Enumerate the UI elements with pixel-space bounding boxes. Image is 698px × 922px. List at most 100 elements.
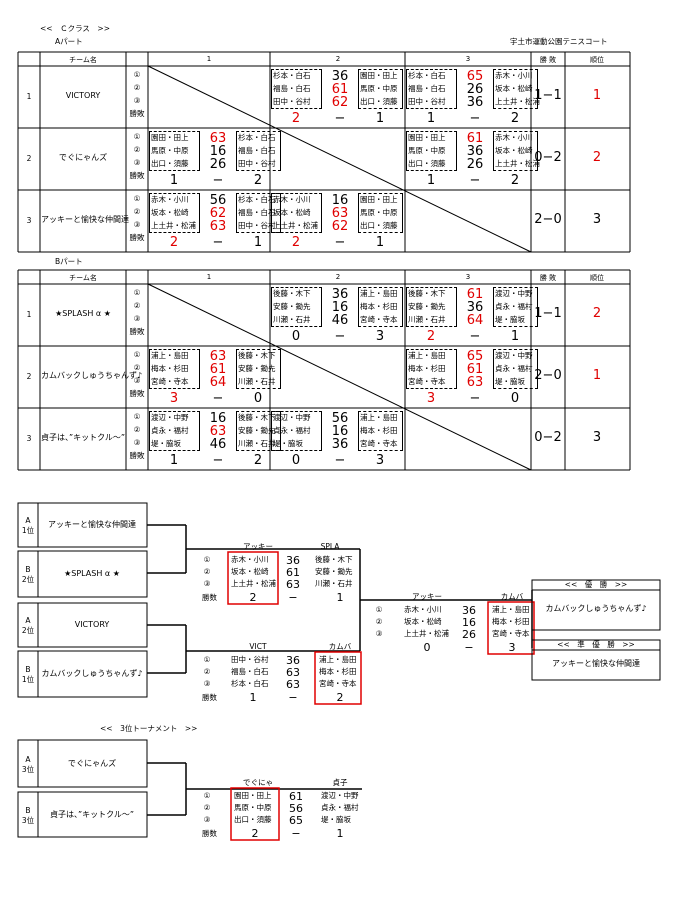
match-score: 26 bbox=[466, 82, 484, 97]
player-pair: 上土井・松浦 bbox=[495, 159, 540, 168]
match-index: ① bbox=[203, 791, 211, 800]
player-pair: 出口・須藤 bbox=[360, 221, 398, 230]
wins-dash: − bbox=[334, 453, 346, 468]
player-pair: 安藤・鋤先 bbox=[315, 567, 353, 576]
match-index: ② bbox=[133, 145, 141, 154]
match-score: 65 bbox=[289, 814, 303, 827]
player-pair: 上土井・松浦 bbox=[495, 97, 540, 106]
team-rank: 2 bbox=[592, 150, 602, 165]
wins-right: 1 bbox=[510, 329, 520, 344]
runner-up-box bbox=[531, 649, 661, 681]
wins-left: 3 bbox=[169, 391, 179, 406]
player-pair: 福島・白石 bbox=[238, 146, 276, 155]
pair-box bbox=[236, 349, 281, 389]
wins-left: 2 bbox=[291, 235, 301, 250]
pair-box bbox=[149, 131, 200, 171]
match-score: 61 bbox=[466, 287, 484, 302]
match-score: 61 bbox=[286, 566, 300, 579]
match-score: 65 bbox=[466, 349, 484, 364]
match-index: 勝敗 bbox=[129, 171, 145, 180]
player-pair: 坂本・松崎 bbox=[495, 146, 533, 155]
wins-label: 勝数 bbox=[202, 593, 217, 602]
seed-label-box bbox=[17, 739, 39, 788]
match-score: 61 bbox=[289, 790, 303, 803]
match-index: ① bbox=[375, 605, 383, 614]
match-index: ② bbox=[133, 363, 141, 372]
semifinal-1-right-title: SPLA bbox=[320, 542, 340, 551]
player-pair: 馬原・中原 bbox=[151, 146, 189, 155]
wins-dash: − bbox=[212, 391, 224, 406]
winner-name: カムバックしゅうちゃんず♪ bbox=[545, 604, 647, 613]
page-title: << Ｃクラス >> bbox=[40, 24, 110, 33]
final-right-highlight bbox=[487, 601, 535, 655]
semifinal-2-left-title: VICT bbox=[249, 642, 267, 651]
wins-dash: − bbox=[212, 173, 224, 188]
match-index: ③ bbox=[203, 815, 211, 824]
match-score: 36 bbox=[286, 554, 300, 567]
match-index: ① bbox=[133, 132, 141, 141]
player-pair: 上土井・松浦 bbox=[231, 579, 276, 588]
wins-dash: − bbox=[469, 391, 481, 406]
match-score: 16 bbox=[331, 193, 349, 208]
player-pair: 杉本・白石 bbox=[273, 71, 311, 80]
runner-up-name: アッキーと愉快な仲間達 bbox=[552, 659, 640, 668]
match-score: 63 bbox=[209, 424, 227, 439]
wins-left: 1 bbox=[426, 173, 436, 188]
player-pair: 福島・白石 bbox=[273, 84, 311, 93]
header-team: チーム名 bbox=[69, 56, 97, 64]
header-col3: 3 bbox=[465, 55, 471, 63]
pair-box bbox=[236, 131, 281, 171]
player-pair: 園田・田上 bbox=[360, 195, 398, 204]
match-index: ① bbox=[133, 412, 141, 421]
seed-rank: 2位 bbox=[21, 575, 35, 584]
player-pair: 宮崎・寺本 bbox=[360, 315, 398, 324]
player-pair: 坂本・松崎 bbox=[404, 617, 442, 626]
match-index: ① bbox=[203, 555, 211, 564]
player-pair: 坂本・松崎 bbox=[495, 84, 533, 93]
seed-rank: 1位 bbox=[21, 675, 35, 684]
team-number: 3 bbox=[26, 216, 32, 225]
seed-part: A bbox=[25, 616, 31, 625]
wins-dash: − bbox=[334, 235, 346, 250]
part-b-label: Bパート bbox=[55, 257, 83, 266]
match-score: 46 bbox=[331, 313, 349, 328]
third-place-label: << 3位トーナメント >> bbox=[100, 724, 198, 733]
match-index: 勝敗 bbox=[129, 233, 145, 242]
wins-dash: − bbox=[288, 691, 298, 704]
player-pair: 出口・須藤 bbox=[234, 815, 272, 824]
header-col1: 1 bbox=[206, 55, 212, 63]
pair-box bbox=[271, 69, 322, 109]
team-winloss: 1−1 bbox=[534, 88, 562, 103]
winner-label: << 優 勝 >> bbox=[564, 580, 628, 589]
seed-team-name: 貞子は、”キットクル～” bbox=[49, 809, 135, 819]
runner-up-label: << 準 優 勝 >> bbox=[557, 640, 635, 649]
wins-dash: − bbox=[469, 111, 481, 126]
player-pair: 赤木・小川 bbox=[495, 71, 533, 80]
seed-team-box bbox=[37, 650, 148, 698]
player-pair: 赤木・小川 bbox=[404, 605, 442, 614]
match-index: ② bbox=[133, 425, 141, 434]
wins-right: 3 bbox=[375, 329, 385, 344]
player-pair: 渡辺・中野 bbox=[151, 413, 189, 422]
pair-box bbox=[493, 349, 538, 389]
match-score: 63 bbox=[331, 206, 349, 221]
seed-part: A bbox=[25, 516, 31, 525]
team-rank: 1 bbox=[592, 88, 602, 103]
match-score: 56 bbox=[331, 411, 349, 426]
winner-box bbox=[531, 589, 661, 631]
header-rank: 順位 bbox=[590, 56, 604, 64]
wins-right: 2 bbox=[510, 173, 520, 188]
player-pair: 園田・田上 bbox=[234, 791, 272, 800]
pair-box bbox=[236, 411, 281, 451]
seed-team-name: アッキーと愉快な仲間達 bbox=[48, 520, 136, 529]
match-score: 36 bbox=[331, 287, 349, 302]
wins-dash: − bbox=[334, 329, 346, 344]
wins-dash: − bbox=[291, 827, 301, 840]
player-pair: 後藤・木下 bbox=[315, 555, 353, 564]
wins-dash: − bbox=[288, 591, 298, 604]
match-score: 26 bbox=[209, 157, 227, 172]
seed-team-name: ★SPLASH α ★ bbox=[64, 569, 120, 578]
player-pair: 梅本・杉田 bbox=[360, 302, 398, 311]
match-score: 64 bbox=[466, 313, 484, 328]
part-a-label: Aパート bbox=[55, 37, 83, 46]
